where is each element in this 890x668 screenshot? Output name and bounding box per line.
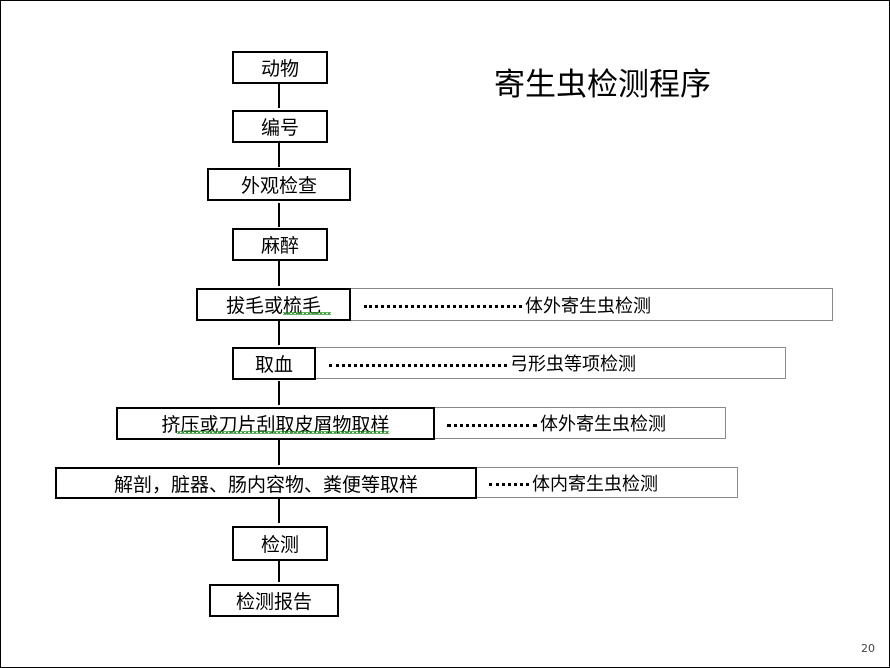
step-dissection: 解剖，脏器、肠内容物、粪便等取样 bbox=[55, 467, 477, 499]
slide-title: 寄生虫检测程序 bbox=[494, 67, 711, 103]
page-number: 20 bbox=[861, 642, 875, 655]
note-text: 体外寄生虫检测 bbox=[525, 295, 651, 317]
dotted-leader bbox=[447, 423, 537, 427]
step-blood-sampling: 取血 bbox=[232, 347, 316, 380]
step-anesthesia: 麻醉 bbox=[232, 228, 328, 261]
connector bbox=[278, 440, 280, 465]
dotted-leader bbox=[489, 483, 529, 486]
step-hair-removal: 拔毛或梳毛 bbox=[196, 288, 351, 321]
connector bbox=[278, 261, 280, 286]
step-animal: 动物 bbox=[232, 51, 328, 84]
note-internal-parasite: 体内寄生虫检测 bbox=[475, 467, 738, 498]
note-text: 体外寄生虫检测 bbox=[540, 414, 666, 435]
step-appearance-check: 外观检查 bbox=[207, 168, 351, 201]
note-text: 弓形虫等项检测 bbox=[510, 354, 636, 375]
note-toxoplasma: 弓形虫等项检测 bbox=[314, 347, 786, 379]
step-numbering: 编号 bbox=[232, 110, 328, 143]
dotted-leader bbox=[329, 363, 507, 367]
step-skin-scraping: 挤压或刀片刮取皮屑物取样 bbox=[116, 407, 435, 440]
connector bbox=[278, 561, 280, 582]
connector bbox=[278, 499, 280, 523]
spellcheck-underline bbox=[177, 431, 389, 434]
connector bbox=[278, 321, 280, 345]
dotted-leader bbox=[364, 305, 522, 308]
step-detection: 检测 bbox=[232, 526, 328, 561]
connector bbox=[278, 143, 280, 167]
connector bbox=[278, 381, 280, 405]
spellcheck-underline bbox=[283, 312, 331, 315]
note-external-parasite-1: 体外寄生虫检测 bbox=[349, 288, 833, 321]
note-text: 体内寄生虫检测 bbox=[532, 473, 658, 495]
note-external-parasite-2: 体外寄生虫检测 bbox=[433, 407, 726, 439]
connector bbox=[278, 84, 280, 108]
connector bbox=[278, 203, 280, 227]
step-detection-report: 检测报告 bbox=[209, 584, 339, 617]
